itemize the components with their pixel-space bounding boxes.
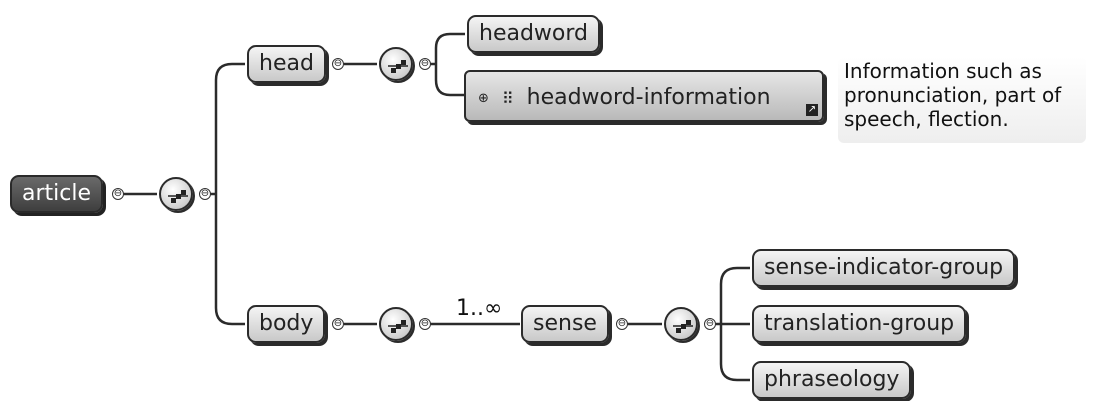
- node-sense[interactable]: sense: [521, 305, 609, 343]
- documentation-note: Information such as pronunciation, part …: [838, 57, 1086, 143]
- sequence-icon[interactable]: [379, 47, 413, 81]
- collapse-icon[interactable]: ⊖: [332, 318, 344, 330]
- collapse-icon[interactable]: ⊖: [199, 188, 211, 200]
- collapse-icon[interactable]: ⊖: [112, 188, 124, 200]
- node-article[interactable]: article: [10, 175, 104, 213]
- node-head-label: head: [259, 51, 314, 76]
- attributes-icon: ⠿: [501, 89, 514, 108]
- documentation-text: Information such as pronunciation, part …: [844, 59, 1062, 131]
- node-body[interactable]: body: [247, 305, 326, 343]
- collapse-icon[interactable]: ⊖: [332, 58, 344, 70]
- node-sense-label: sense: [533, 311, 597, 336]
- node-sense-indicator-group[interactable]: sense-indicator-group: [752, 249, 1016, 287]
- node-phraseology[interactable]: phraseology: [752, 361, 912, 399]
- sequence-glyph: [168, 190, 188, 203]
- sequence-glyph: [388, 60, 408, 73]
- node-head[interactable]: head: [247, 45, 326, 83]
- node-headword-information[interactable]: ⊕ ⠿ headword-information ↗: [464, 70, 824, 122]
- sequence-glyph: [673, 320, 693, 333]
- node-body-label: body: [259, 311, 314, 336]
- node-sense-indicator-group-label: sense-indicator-group: [764, 255, 1004, 280]
- sequence-icon[interactable]: [379, 307, 413, 341]
- node-headword-information-label: headword-information: [526, 85, 771, 110]
- cardinality-label: 1..∞: [456, 296, 503, 321]
- collapse-icon[interactable]: ⊖: [419, 58, 431, 70]
- sequence-glyph: [388, 320, 408, 333]
- sequence-icon[interactable]: [159, 177, 193, 211]
- node-article-label: article: [22, 181, 92, 206]
- node-headword-label: headword: [479, 21, 589, 46]
- node-translation-group-label: translation-group: [764, 311, 955, 336]
- collapse-icon[interactable]: ⊖: [704, 318, 716, 330]
- sequence-icon[interactable]: [664, 307, 698, 341]
- collapse-icon[interactable]: ⊖: [616, 318, 628, 330]
- node-translation-group[interactable]: translation-group: [752, 305, 967, 343]
- collapse-icon[interactable]: ⊖: [419, 318, 431, 330]
- node-headword[interactable]: headword: [467, 15, 601, 53]
- node-phraseology-label: phraseology: [764, 367, 900, 392]
- reference-link-icon[interactable]: ↗: [806, 104, 818, 116]
- expand-icon[interactable]: ⊕: [478, 91, 489, 106]
